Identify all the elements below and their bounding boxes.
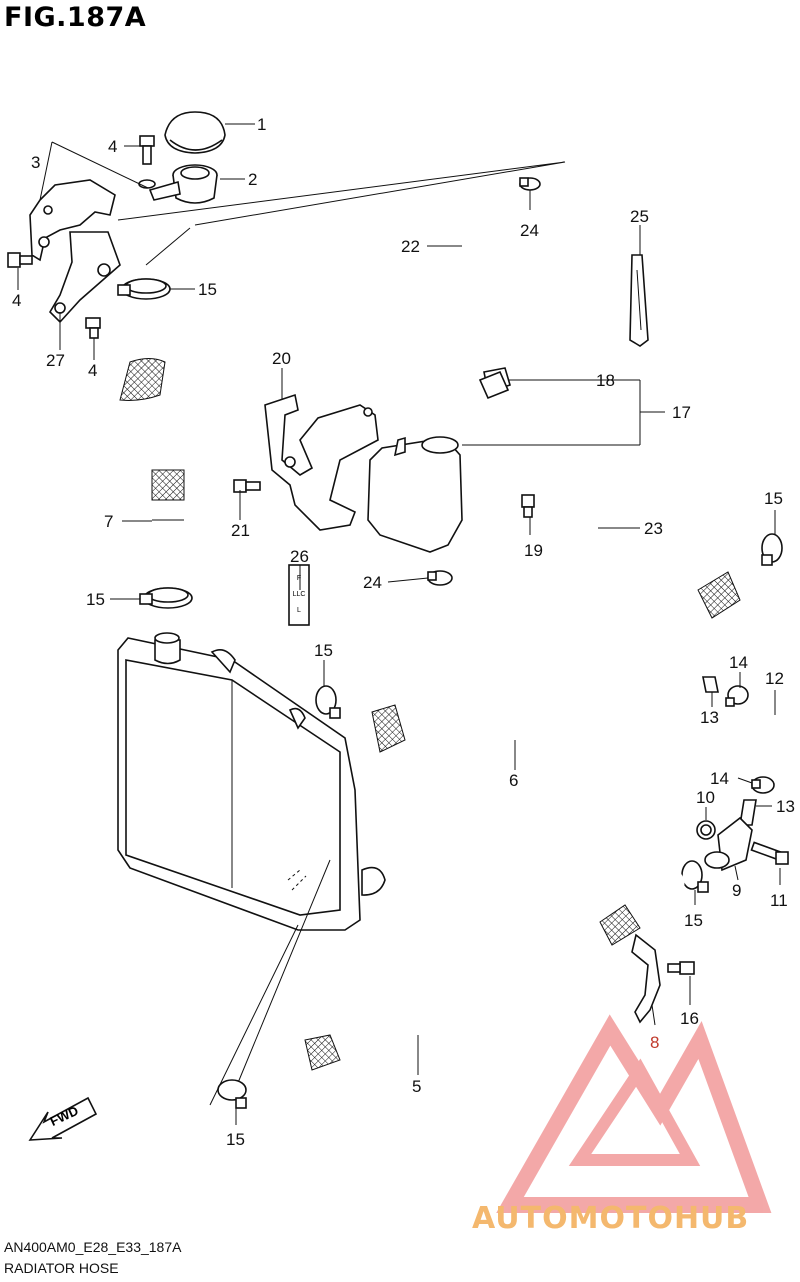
bolt-11 [750, 841, 789, 865]
bolt-16 [667, 961, 695, 975]
o-ring [696, 820, 716, 840]
callout-19: 19 [524, 541, 543, 560]
overflow-hose [430, 462, 504, 669]
reservoir-bracket [264, 393, 379, 531]
clip-24-bottom [427, 570, 453, 586]
bracket-8 [631, 933, 661, 1024]
clamp-14-bottom [751, 776, 775, 794]
callout-8: 8 [650, 1033, 659, 1052]
callout-labels: 1 2 3 4 4 4 15 27 7 15 20 21 26 22 24 25… [12, 115, 795, 1149]
figure-title: FIG.187A [4, 2, 147, 33]
thermostat-housing [704, 816, 753, 872]
callout-4-top: 4 [108, 137, 117, 156]
hose-7 [69, 304, 185, 606]
bolt-19 [521, 494, 535, 518]
clip-24-top [519, 177, 541, 191]
callout-4-left: 4 [12, 291, 21, 310]
bolt-21 [233, 479, 261, 493]
callout-1: 1 [257, 115, 266, 134]
callout-13-top: 13 [700, 708, 719, 727]
hose-clamp-top [117, 278, 171, 300]
callout-26: 26 [290, 547, 309, 566]
callout-21: 21 [231, 521, 250, 540]
callout-17: 17 [672, 403, 691, 422]
hose-clamp-6-left [315, 685, 341, 719]
bolt-left [7, 252, 33, 268]
callout-4-bottom: 4 [88, 361, 97, 380]
hose-clamp-5-left [217, 1079, 247, 1109]
hose-clamp-6-right [761, 533, 783, 566]
hose-5 [243, 868, 685, 1090]
callout-12: 12 [765, 669, 784, 688]
label-card-line-1: F [297, 575, 301, 582]
callout-20: 20 [272, 349, 291, 368]
callout-27: 27 [46, 351, 65, 370]
figure-name: RADIATOR HOSE [4, 1260, 119, 1276]
watermark-logo [496, 1014, 772, 1213]
callout-15-upper-left: 15 [86, 590, 105, 609]
label-card-line-2: LLC [293, 591, 306, 598]
hose-clamp-radiator-top [139, 587, 193, 609]
radiator-cap [164, 111, 226, 154]
hose-23 [485, 259, 603, 648]
callout-15-bottom: 15 [226, 1130, 245, 1149]
strap-25 [629, 254, 649, 347]
hose-22 [441, 182, 528, 438]
hose-6 [334, 550, 776, 770]
callout-3: 3 [31, 153, 40, 172]
callout-5: 5 [412, 1077, 421, 1096]
label-card: F LLC L [288, 564, 310, 626]
callout-22: 22 [401, 237, 420, 256]
callout-10: 10 [696, 788, 715, 807]
callout-leaders [17, 123, 781, 1125]
callout-15-lower-right: 15 [684, 911, 703, 930]
callout-24-bottom: 24 [363, 573, 382, 592]
watermark-brand: AUTOMOTOHUB [472, 1201, 749, 1236]
callout-14-bottom: 14 [710, 769, 729, 788]
figure-code: AN400AM0_E28_E33_187A [4, 1239, 182, 1255]
callout-2: 2 [248, 170, 257, 189]
callout-6: 6 [509, 771, 518, 790]
hose-clamp-5-right [681, 860, 709, 893]
fitting-13-bottom [739, 799, 757, 826]
filler-neck [148, 164, 218, 204]
fitting-13-top [702, 676, 719, 693]
bolt-bottom [85, 317, 101, 339]
bolt-top [138, 135, 156, 189]
callout-25: 25 [630, 207, 649, 226]
hose-12 [752, 704, 783, 788]
callout-15-top: 15 [198, 280, 217, 299]
bracket [29, 179, 121, 324]
callout-23: 23 [644, 519, 663, 538]
callout-18: 18 [596, 371, 615, 390]
callout-13-bottom: 13 [776, 797, 795, 816]
fwd-arrow-icon: FWD [28, 1096, 98, 1141]
callout-7: 7 [104, 512, 113, 531]
callout-11: 11 [770, 891, 788, 910]
callout-15-right: 15 [764, 489, 783, 508]
label-card-line-3: L [297, 607, 301, 614]
reservoir-tank [367, 367, 511, 553]
callout-9: 9 [732, 881, 741, 900]
callout-24-top: 24 [520, 221, 539, 240]
clamp-14-top [725, 685, 749, 707]
callout-15-mid: 15 [314, 641, 333, 660]
callout-16: 16 [680, 1009, 699, 1028]
callout-14-top: 14 [729, 653, 748, 672]
watermark-text: AUTOMOTOHUB [472, 1201, 749, 1236]
radiator [117, 632, 386, 931]
